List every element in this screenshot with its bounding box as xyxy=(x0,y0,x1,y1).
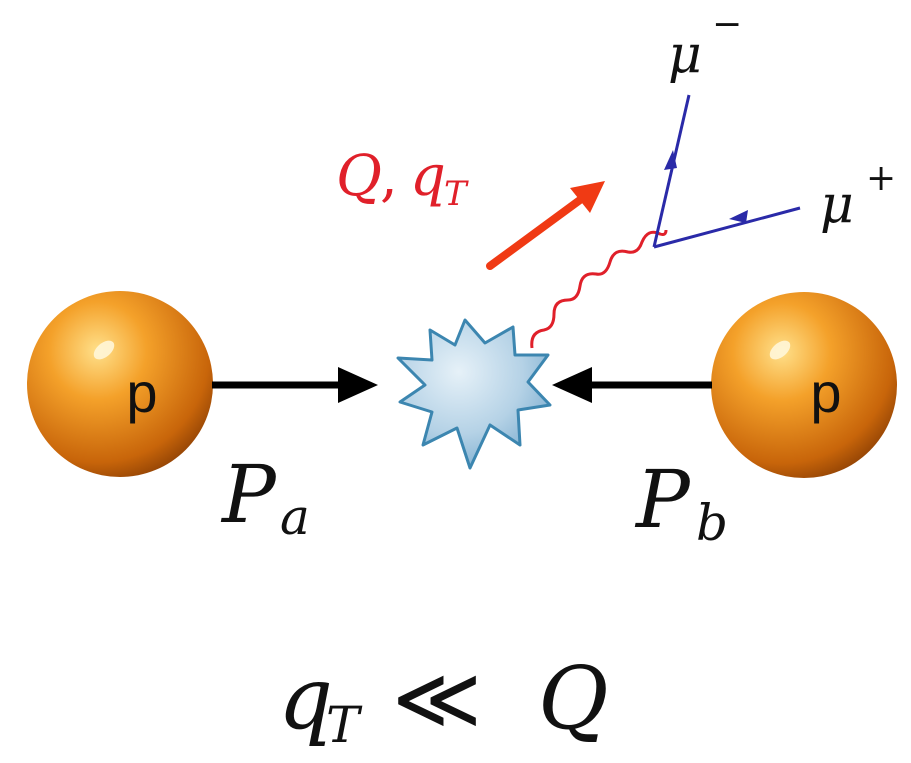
muon-minus-charge: − xyxy=(712,4,742,45)
proton-right-label: p xyxy=(810,361,841,424)
proton-left-sphere xyxy=(27,291,213,477)
momentum-left-symbol: P xyxy=(220,448,277,541)
photon-label: Q , q T xyxy=(336,144,469,214)
proton-left-label: p xyxy=(126,361,157,424)
photon-label-Q: Q xyxy=(336,144,382,209)
photon-label-sub: T xyxy=(444,174,469,214)
muon-minus-line xyxy=(652,94,691,248)
muon-plus-symbol: μ xyxy=(820,175,854,235)
momentum-left-sub: a xyxy=(280,488,310,546)
muon-plus-line xyxy=(653,206,801,249)
condition-Q: Q xyxy=(538,649,609,749)
photon-momentum-arrow xyxy=(486,181,605,270)
photon-label-comma: , xyxy=(380,144,398,209)
muon-plus-charge: + xyxy=(866,158,896,199)
proton-right-highlight xyxy=(769,340,791,360)
beam-arrow-right xyxy=(552,367,712,403)
proton-left-highlight xyxy=(93,340,115,360)
proton-left: p xyxy=(27,291,213,477)
momentum-left-label: P a xyxy=(220,448,310,546)
photon-line xyxy=(530,229,668,349)
muon-plus-arrowhead xyxy=(729,210,748,223)
proton-right-sphere xyxy=(711,292,897,478)
photon-label-q: q xyxy=(410,144,446,209)
condition-op: ≪ xyxy=(392,649,482,749)
muon-minus-symbol: μ xyxy=(668,25,702,85)
kinematic-condition: q T ≪ Q xyxy=(278,649,609,754)
muon-minus-label: μ − xyxy=(668,4,742,85)
beam-arrow-left xyxy=(212,367,378,403)
muon-minus-arrowhead xyxy=(664,150,677,170)
proton-right: p xyxy=(711,292,897,478)
momentum-right-label: P b xyxy=(634,453,728,552)
momentum-right-symbol: P xyxy=(634,453,691,546)
collision-burst xyxy=(396,318,552,470)
muon-plus-label: μ + xyxy=(820,158,896,235)
condition-q: q xyxy=(278,649,333,749)
momentum-right-sub: b xyxy=(696,494,728,552)
condition-sub: T xyxy=(326,696,363,754)
